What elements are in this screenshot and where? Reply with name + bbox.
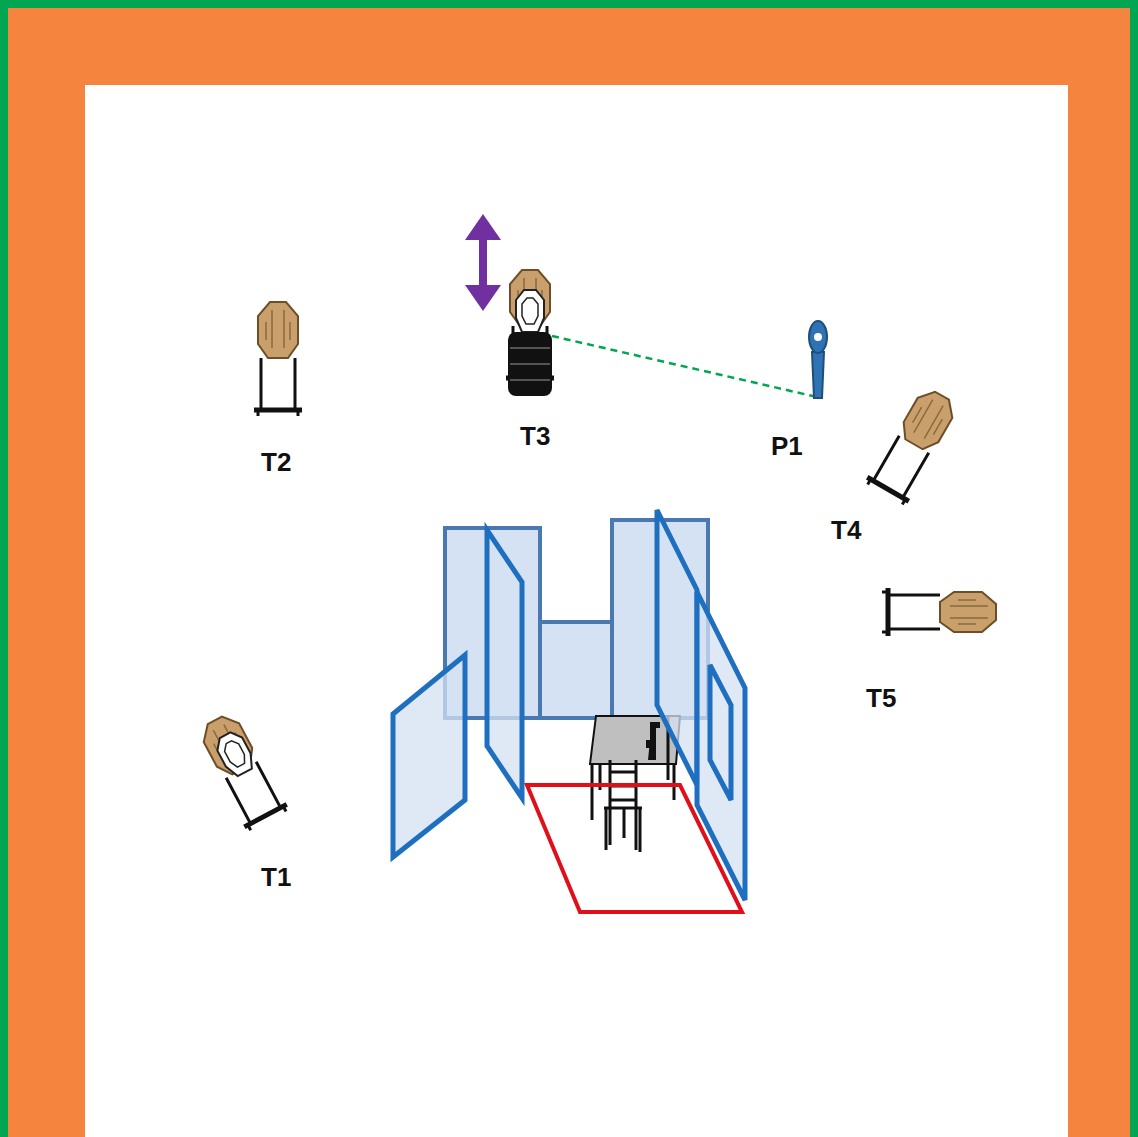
angled-walls [393, 510, 745, 900]
target-label: T3 [520, 423, 550, 449]
paper-target [254, 302, 302, 416]
target-label: T2 [261, 449, 291, 475]
paper-target [882, 588, 996, 636]
activation-line [552, 336, 817, 397]
popper [809, 321, 827, 398]
shooting-area [527, 785, 742, 912]
barrel [508, 332, 552, 396]
target-label: T4 [831, 517, 861, 543]
target-label: P1 [771, 433, 803, 459]
chair [604, 760, 642, 852]
window [710, 665, 731, 800]
paper-target [864, 384, 963, 507]
paper-target [194, 709, 290, 832]
target-label: T1 [261, 864, 291, 890]
swinger-arrow [465, 214, 501, 311]
target-label: T5 [866, 685, 896, 711]
